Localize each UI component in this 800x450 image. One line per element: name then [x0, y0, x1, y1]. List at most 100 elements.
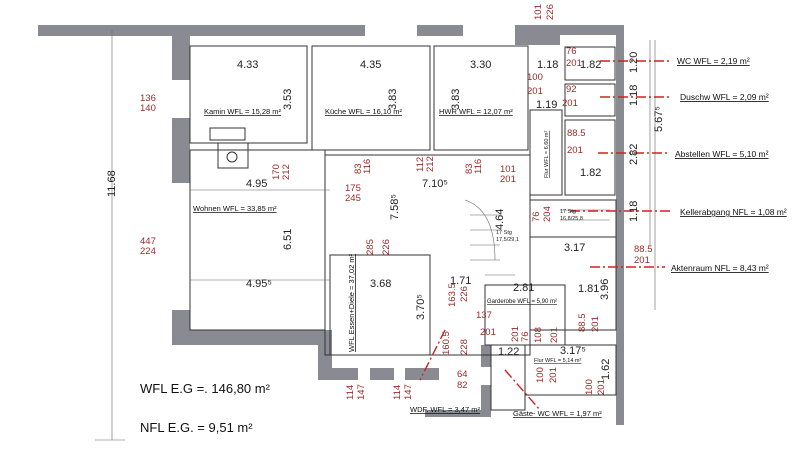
stair-steps: 17 Stg — [496, 230, 512, 236]
walls — [38, 25, 624, 425]
opening-height: 116 — [362, 159, 373, 174]
opening-width: 112 — [415, 157, 426, 172]
opening-width: 108 — [533, 327, 544, 343]
opening-width: 76 — [566, 46, 577, 57]
opening-width: 101 — [500, 164, 516, 175]
opening-width: 83 — [353, 163, 364, 174]
stair-ratio: 16,8/25,8 — [560, 216, 583, 222]
opening-height: 201 — [590, 316, 601, 332]
dimension: 4.35 — [360, 59, 381, 71]
total-wfl: WFL E.G =. 146,80 m² — [140, 381, 271, 396]
room-gaeste-wc: Gäste- WC WFL = 1,97 m² — [513, 409, 602, 418]
dimension: 4.95 — [246, 178, 267, 190]
dimension-total-depth: 11.68 — [106, 170, 118, 197]
callout-abstellen: Abstellen WFL = 5,10 m² — [675, 149, 769, 159]
totals: WFL E.G =. 146,80 m² NFL E.G. = 9,51 m² — [140, 381, 271, 435]
opening-width: 100 — [527, 72, 543, 83]
stair-ratio: 17,5/29,1 — [496, 237, 519, 243]
dimension: 3.83 — [450, 89, 462, 110]
opening-height: 201 — [510, 326, 521, 342]
dimension: 1.19 — [536, 99, 557, 111]
callout-kellerabgang: Kellerabgang NFL = 1,08 m² — [680, 207, 787, 217]
opening-height: 212 — [425, 156, 436, 172]
opening-dimensions: 136 140 447 224 170 212 83 116 175 245 2… — [140, 4, 653, 400]
dimension: 5.67⁵ — [653, 106, 665, 132]
room-flur-1: Flur WFL = 6,60 m² — [544, 131, 550, 178]
opening-width: 83 — [464, 163, 475, 174]
dimensions: 4.33 4.35 3.30 3.53 3.83 3.83 1.18 1.82 … — [106, 52, 665, 380]
opening-height: 201 — [634, 255, 650, 266]
opening-height: 201 — [480, 327, 496, 338]
opening-height: 228 — [459, 339, 470, 355]
opening-width: 175 — [345, 183, 361, 194]
opening-height: 226 — [459, 286, 470, 302]
dimension: 1.20 — [628, 52, 640, 73]
room-flur-2: Flur WFL = 5,14 m² — [534, 358, 581, 364]
dimension: 3.68 — [370, 278, 391, 290]
dimension: 1.18 — [628, 201, 640, 222]
opening-width: 100 — [584, 379, 595, 395]
opening-width: 88.5 — [567, 128, 586, 139]
room-hwr: HWR WFL = 12,07 m² — [439, 107, 513, 116]
opening-width: 160.5 — [441, 331, 452, 355]
opening-width: 447 — [140, 236, 156, 247]
dimension: 3.83 — [387, 89, 399, 110]
dimension: 3.17 — [564, 242, 585, 254]
room-kueche: Küche WFL = 16,10 m² — [325, 107, 403, 116]
callout-wc: WC WFL = 2,19 m² — [677, 56, 750, 66]
opening-height: 212 — [281, 164, 292, 180]
opening-height: 226 — [381, 239, 392, 255]
callout-aktenraum: Aktenraum NFL = 8,43 m² — [671, 263, 769, 273]
dimension: 3.53 — [282, 89, 294, 110]
room-wdf: WDF. WFL = 3,47 m² — [410, 405, 480, 414]
opening-height: 201 — [596, 379, 607, 395]
dimension: 7.10⁵ — [422, 178, 448, 190]
dimension: 1.22 — [498, 346, 519, 358]
dimension: 1.18 — [628, 85, 640, 106]
stair-labels: 17 Stg 17,5/29,1 17 Stg 16,8/25,8 — [496, 209, 583, 243]
dimension: 3.96 — [599, 279, 611, 300]
room-garderobe: Garderobe WFL = 5,90 m² — [487, 299, 557, 305]
opening-width: 101 — [533, 4, 544, 20]
opening-width: 100 — [535, 367, 546, 383]
opening-height: 201 — [549, 327, 560, 343]
dimension: 4.33 — [237, 59, 258, 71]
room-essen-diele: WFL Essen+Diele = 37,02 m² — [347, 253, 356, 352]
dimension: 1.82 — [580, 167, 601, 179]
callout-labels: WC WFL = 2,19 m² Duschw WFL = 2,09 m² Ab… — [671, 56, 787, 273]
opening-height: 116 — [473, 159, 484, 174]
room-labels: Kamin WFL = 15,28 m² Küche WFL = 16,10 m… — [193, 107, 602, 418]
dimension: 1.62 — [600, 359, 612, 380]
opening-height: 204 — [542, 206, 553, 222]
dimension: 1.81 — [578, 283, 599, 295]
opening-height: 201 — [500, 174, 516, 185]
dimension: 2.82 — [628, 144, 640, 165]
total-nfl: NFL E.G. = 9,51 m² — [140, 420, 253, 435]
callout-duschw: Duschw WFL = 2,09 m² — [680, 92, 769, 102]
opening-width: 92 — [566, 84, 577, 95]
stair-steps: 17 Stg — [560, 209, 576, 215]
dimension: 1.71 — [450, 275, 471, 287]
opening-height: 201 — [566, 58, 582, 69]
opening-width: 88.5 — [577, 314, 588, 333]
dimension: 3.30 — [470, 59, 491, 71]
opening-width: 88.5 — [634, 244, 653, 255]
room-kamin: Kamin WFL = 15,28 m² — [204, 107, 282, 116]
callout-lines — [419, 60, 670, 411]
opening-width: 114 — [392, 385, 403, 400]
dimension: 1.18 — [537, 59, 558, 71]
dimension: 2.81 — [513, 282, 534, 294]
opening-height: 201 — [548, 367, 559, 383]
opening-width: 163.5 — [447, 283, 458, 307]
opening-height: 201 — [562, 98, 578, 109]
dimension: 6.51 — [282, 229, 294, 250]
opening-width: 137 — [476, 310, 492, 321]
opening-height: 201 — [527, 86, 543, 97]
dimension: 7.58⁵ — [389, 194, 401, 220]
opening-width: 285 — [365, 239, 376, 255]
opening-height: 140 — [140, 103, 156, 114]
dimension: 3.70⁵ — [415, 294, 427, 320]
opening-height: 82 — [457, 380, 468, 391]
opening-height: 245 — [345, 193, 361, 204]
